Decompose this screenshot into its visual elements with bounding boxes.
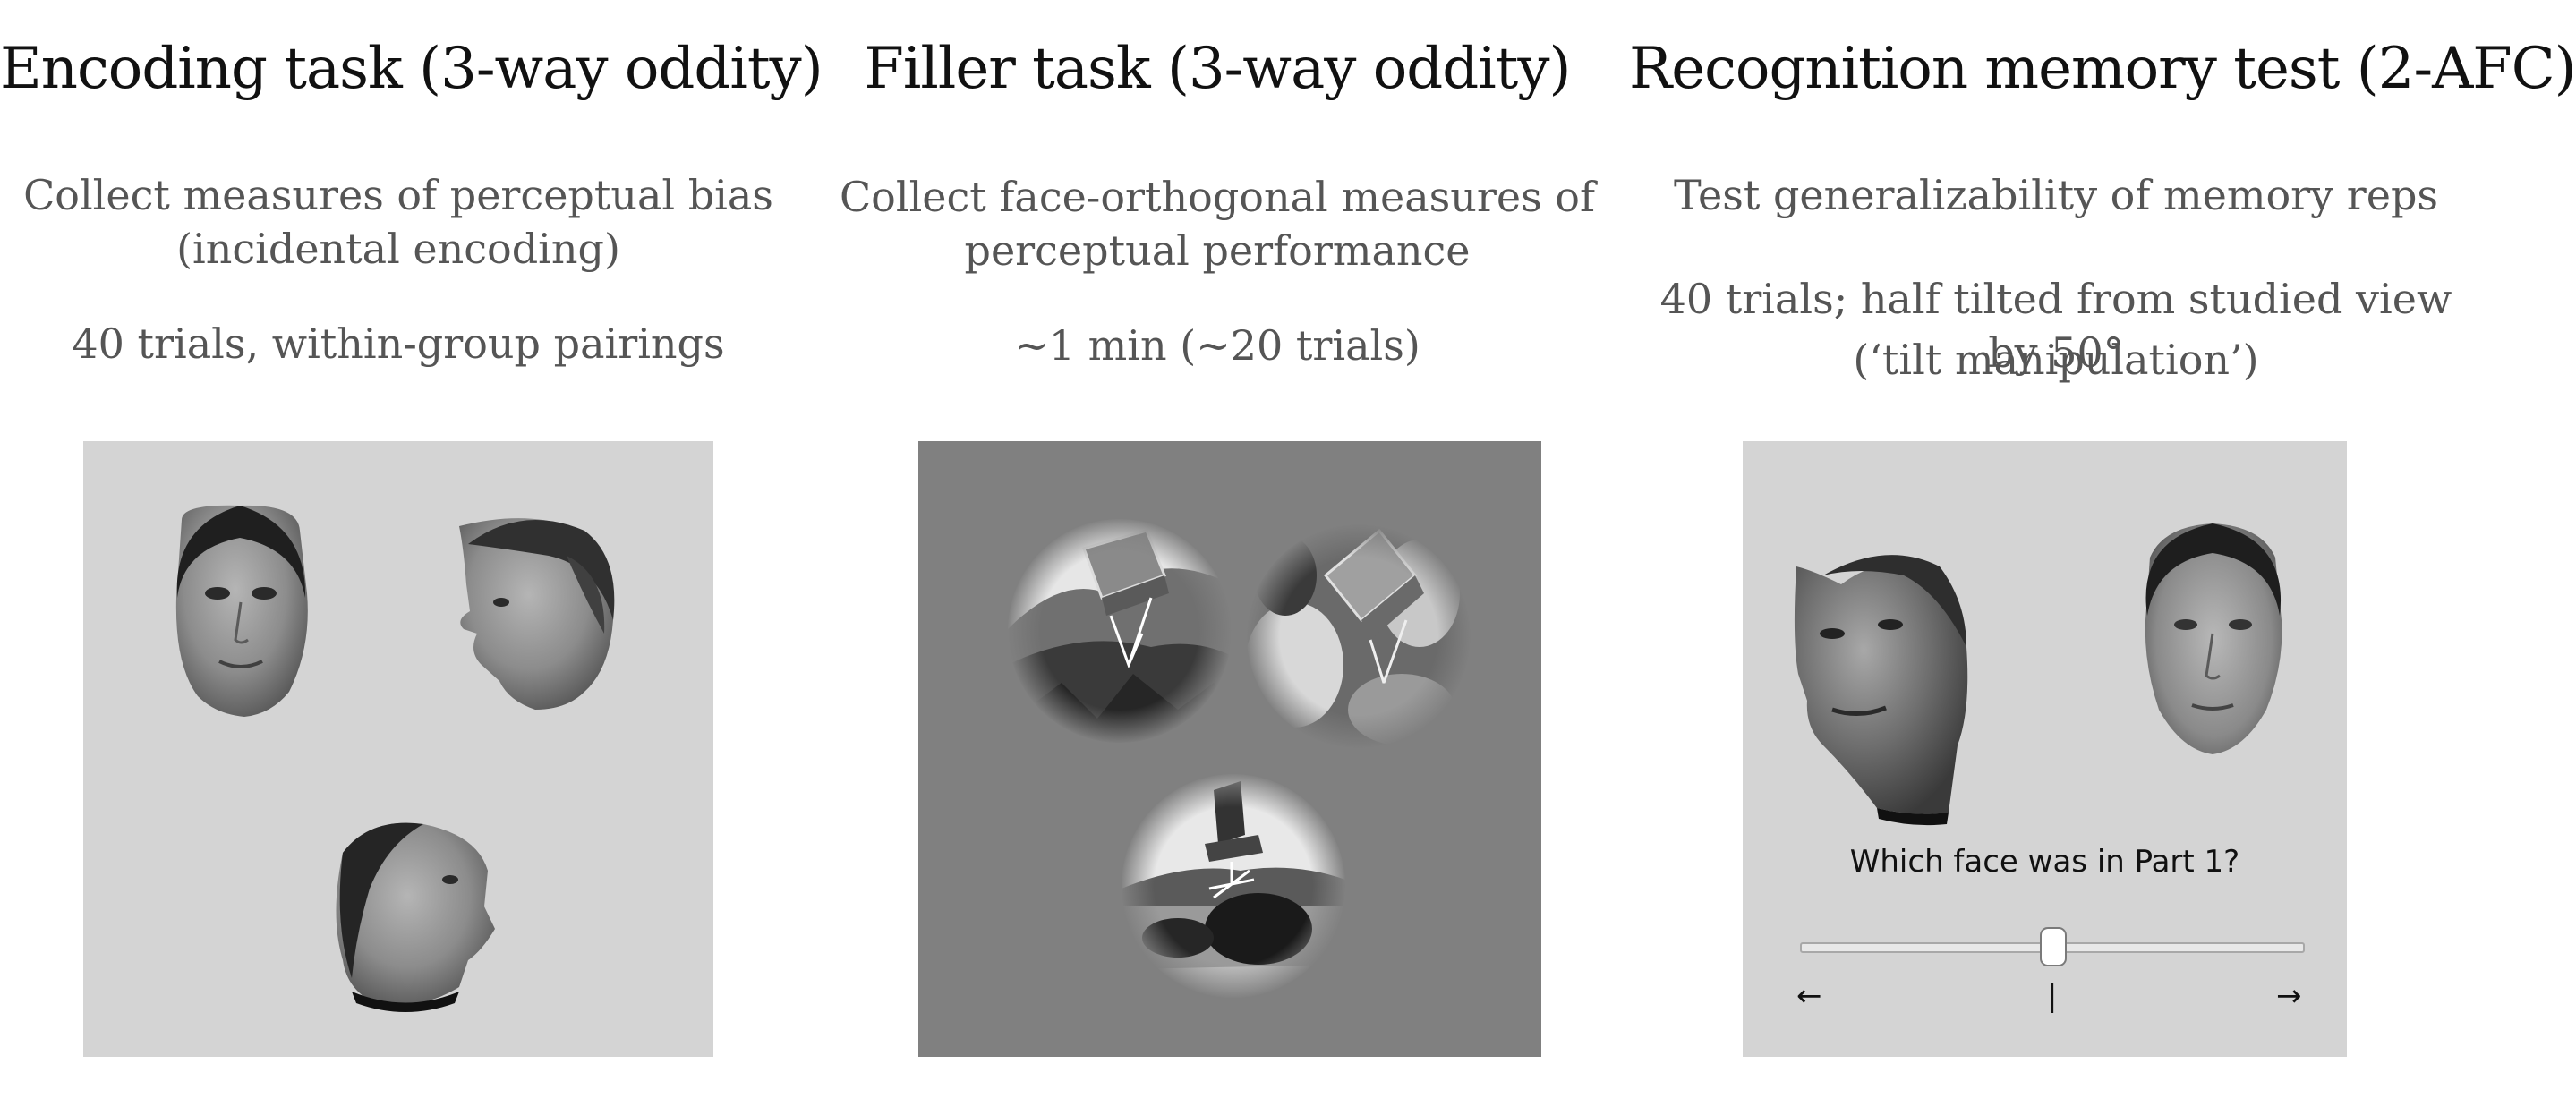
- recognition-stimulus-display: Which face was in Part 1? ← | →: [1743, 441, 2347, 1057]
- chair-on-sea-scene: [1121, 773, 1346, 999]
- tilted-face-image: [336, 822, 495, 1012]
- recognition-test-panel: Recognition memory test (2-AFC) Test gen…: [1629, 0, 2576, 1115]
- slider-right-arrow: →: [2276, 978, 2302, 1014]
- filler-trials-info: ~1 min (~20 trials): [1014, 321, 1420, 370]
- filler-stimulus-display: [918, 441, 1541, 1057]
- recognition-prompt: Which face was in Part 1?: [1849, 844, 2240, 880]
- chair-on-mountain-scene: [1007, 518, 1233, 744]
- tilted-test-face-image: [1794, 555, 1968, 826]
- response-slider-thumb[interactable]: [2040, 927, 2067, 966]
- slider-left-arrow: ←: [1796, 978, 1822, 1014]
- recognition-trials-info: 40 trials; half tilted from studied view…: [1659, 275, 2452, 377]
- encoding-task-title: Encoding task (3-way oddity): [0, 36, 823, 102]
- encoding-description-line-1: Collect measures of perceptual bias: [23, 171, 773, 219]
- encoding-trials-info: 40 trials, within-group pairings: [72, 319, 725, 368]
- profile-face-image: [459, 518, 615, 710]
- encoding-task-panel: Encoding task (3-way oddity) Collect mea…: [0, 0, 823, 1115]
- frontal-face-image: [175, 505, 308, 717]
- slider-center-mark: |: [2047, 978, 2058, 1014]
- filler-task-panel: Filler task (3-way oddity) Collect face-…: [832, 0, 1602, 1115]
- filler-description-line-2: perceptual performance: [964, 226, 1471, 275]
- filler-description-line-1: Collect face-orthogonal measures of: [839, 173, 1596, 221]
- recognition-test-title: Recognition memory test (2-AFC): [1629, 36, 2576, 102]
- tilt-manipulation-label: (‘tilt manipulation’): [1853, 336, 2259, 384]
- chair-on-flowers-scene: [1246, 523, 1471, 749]
- recognition-description-line-1: Test generalizability of memory reps: [1673, 171, 2439, 219]
- encoding-stimulus-display: [83, 441, 713, 1057]
- filler-task-title: Filler task (3-way oddity): [864, 36, 1572, 102]
- frontal-test-face-image: [2145, 523, 2282, 754]
- encoding-description-line-2: (incidental encoding): [176, 225, 620, 273]
